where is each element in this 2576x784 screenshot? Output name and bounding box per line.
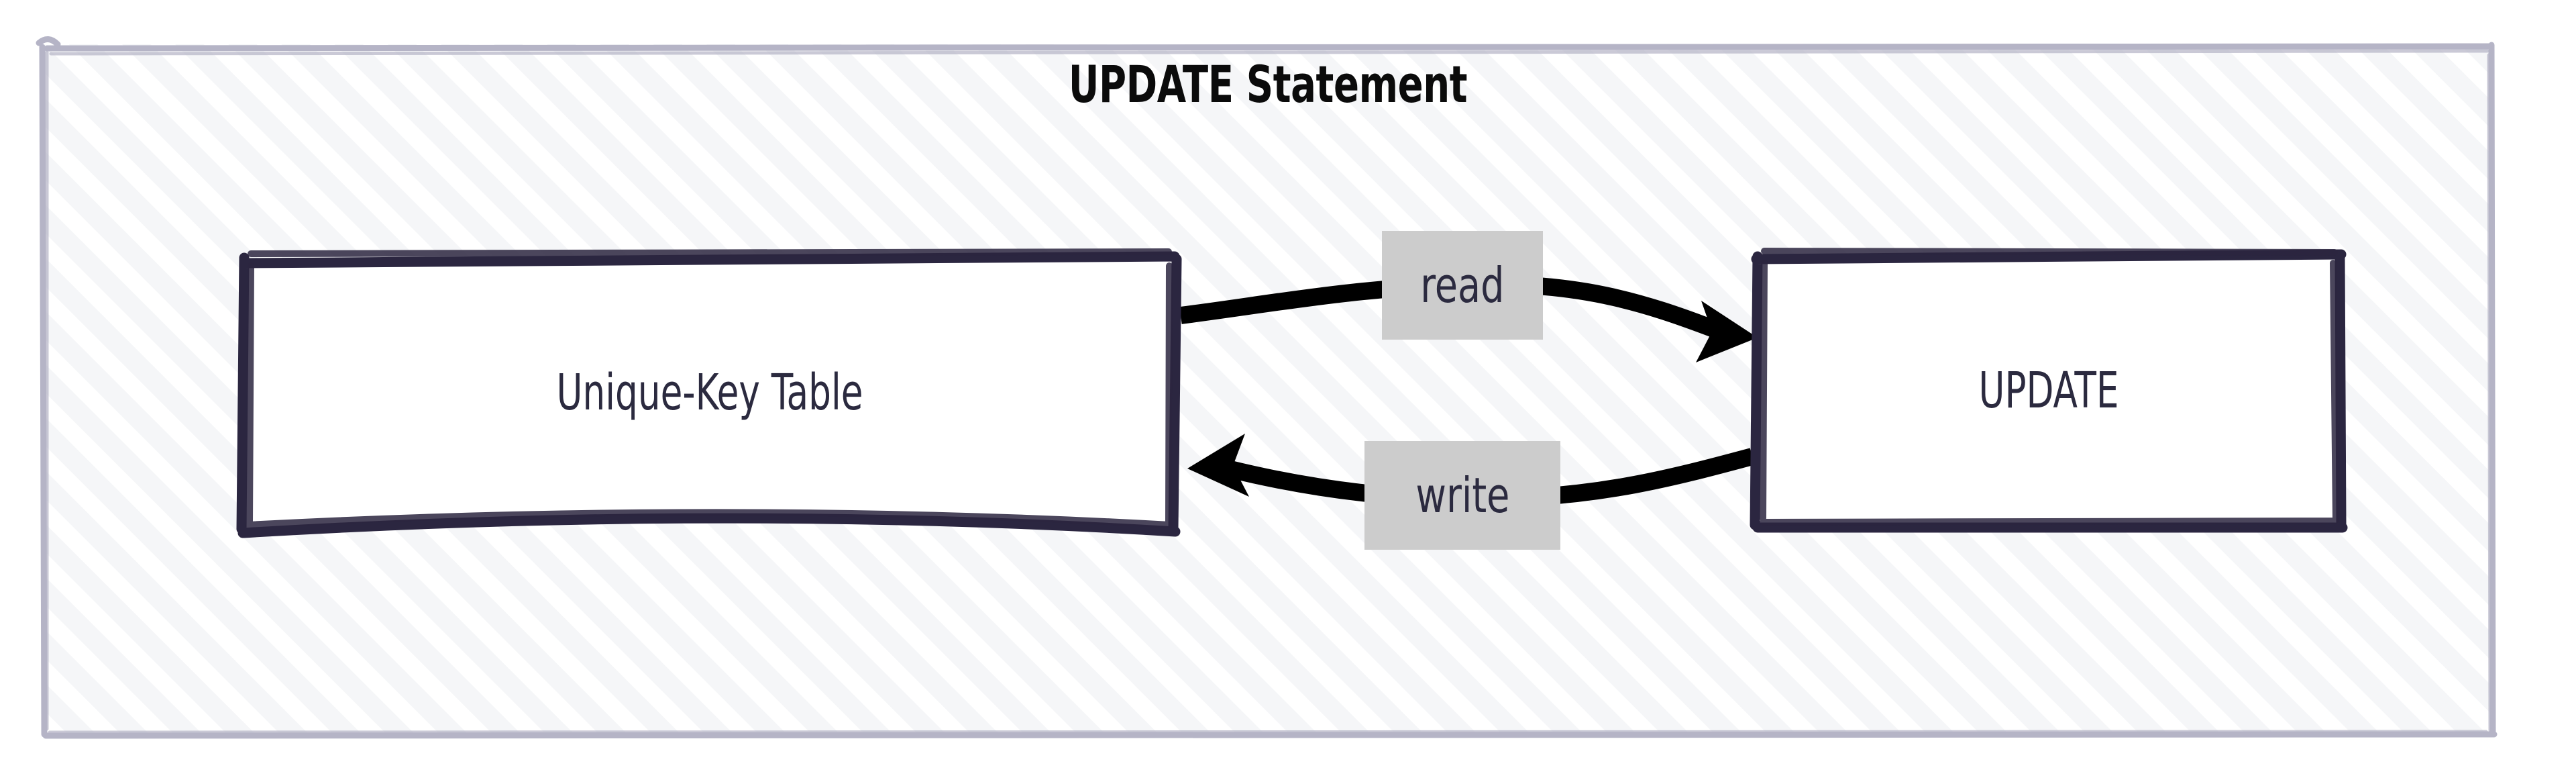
node-unique-key-table-border-2 xyxy=(245,248,1173,528)
write-edge-label: write xyxy=(1364,441,1560,550)
node-unique-key-table-fill xyxy=(246,259,1174,530)
write-edge-arrowhead xyxy=(1187,434,1249,497)
read-edge-arrowhead xyxy=(1696,301,1758,362)
read-edge-label: read xyxy=(1382,231,1543,340)
node-update-label: UPDATE xyxy=(1978,362,2119,420)
write-edge-label-text: write xyxy=(1415,467,1510,524)
node-unique-key-table-border-1 xyxy=(236,251,1182,538)
subgraph-border-stroke-1 xyxy=(36,36,2498,739)
node-update[interactable] xyxy=(1750,248,2348,533)
read-edge-label-text: read xyxy=(1420,257,1505,313)
subgraph-title: UPDATE Statement xyxy=(1068,54,1468,114)
node-unique-key-table-label: Unique-Key Table xyxy=(556,364,863,422)
node-update-border-2 xyxy=(1760,248,2339,526)
node-update-border-1 xyxy=(1750,249,2348,533)
node-unique-key-table[interactable] xyxy=(236,248,1182,538)
subgraph-border-stroke-2 xyxy=(45,49,2492,734)
node-update-fill xyxy=(1759,256,2339,524)
